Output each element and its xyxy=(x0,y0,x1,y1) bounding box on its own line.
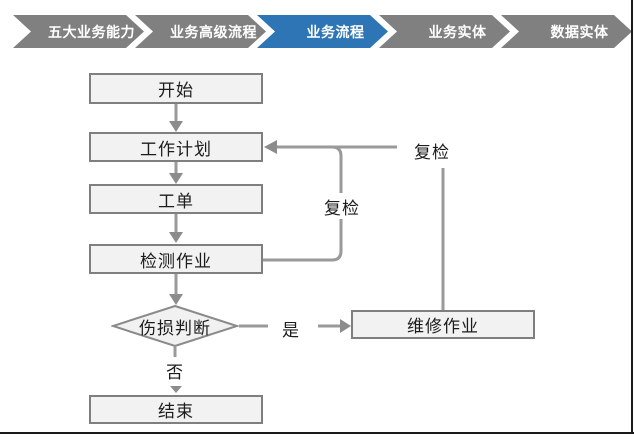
node-label: 开始 xyxy=(158,81,194,100)
edge-label-recheck-inner: 复检 xyxy=(320,194,364,219)
breadcrumb-step-business-process[interactable]: 业务流程 xyxy=(257,15,388,48)
node-label: 维修作业 xyxy=(407,317,479,336)
node-label: 检测作业 xyxy=(140,251,212,271)
arrowhead-into-order xyxy=(169,173,183,184)
flow-node-end: 结束 xyxy=(89,395,263,424)
breadcrumb-label: 业务实体 xyxy=(428,23,487,40)
edge-label-recheck-outer: 复检 xyxy=(410,138,454,163)
arrowhead-into-end xyxy=(170,386,182,393)
flow-node-work-order: 工单 xyxy=(89,184,263,214)
edge-label-no: 否 xyxy=(160,358,190,383)
breadcrumb-label: 数据实体 xyxy=(550,23,609,40)
node-label: 结束 xyxy=(158,402,194,421)
arrowhead-into-inspect xyxy=(169,232,183,243)
flow-node-start: 开始 xyxy=(89,73,263,104)
flow-node-repair: 维修作业 xyxy=(351,310,535,339)
breadcrumb-label: 五大业务能力 xyxy=(48,23,135,40)
arrowhead-into-decision xyxy=(169,294,183,305)
node-label: 工作计划 xyxy=(140,139,212,159)
breadcrumb-label: 业务流程 xyxy=(306,23,365,40)
arrowhead-into-plan-right xyxy=(264,140,277,154)
arrowhead-into-plan-top xyxy=(169,121,183,132)
breadcrumb-step-high-level-process[interactable]: 业务高级流程 xyxy=(135,15,266,48)
right-border-line xyxy=(631,0,633,434)
diamond-shape xyxy=(111,305,239,347)
breadcrumb-step-five-capabilities[interactable]: 五大业务能力 xyxy=(13,15,144,48)
flow-node-inspection: 检测作业 xyxy=(89,244,263,274)
flow-node-damage-decision: 伤损判断 xyxy=(111,305,239,347)
process-breadcrumb: 五大业务能力 业务高级流程 业务流程 业务实体 数据实体 xyxy=(0,15,634,48)
edge-recheck-inner-bottom xyxy=(263,217,343,262)
breadcrumb-step-data-entity[interactable]: 数据实体 xyxy=(501,15,632,48)
edge-label-yes: 是 xyxy=(276,316,306,341)
flow-node-work-plan: 工作计划 xyxy=(89,132,263,162)
edge-recheck-inner-top xyxy=(331,145,343,193)
breadcrumb-label: 业务高级流程 xyxy=(170,23,257,40)
breadcrumb-step-business-entity[interactable]: 业务实体 xyxy=(379,15,510,48)
node-label: 伤损判断 xyxy=(139,318,211,338)
node-label: 工单 xyxy=(158,191,194,211)
arrowhead-into-repair xyxy=(340,319,351,333)
bottom-border-line xyxy=(0,432,634,434)
